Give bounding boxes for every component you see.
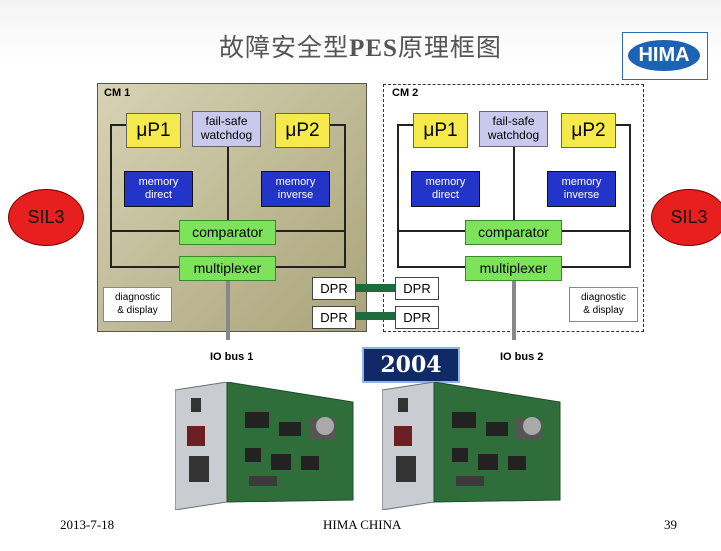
card-chip <box>456 476 484 486</box>
cm1-wire <box>328 124 346 126</box>
cm2-left-bus <box>397 124 399 268</box>
hima-logo: HIMA <box>622 32 708 80</box>
dpr-cm2-top: DPR <box>395 277 439 300</box>
cm2-up1: μP1 <box>413 113 468 148</box>
cm2-wire <box>614 124 631 126</box>
card-battery <box>316 417 334 435</box>
cm1-memory-inverse: memory inverse <box>261 171 330 207</box>
dpr-link-bottom <box>354 312 396 320</box>
card-display <box>187 426 205 446</box>
cm1-memory-direct: memory direct <box>124 171 193 207</box>
cm2-diagnostic-display: diagnostic & display <box>569 287 638 322</box>
cm2-memory-inverse-line2: inverse <box>563 189 600 201</box>
cm2-comparator: comparator <box>465 220 562 245</box>
io-bus-2-label: IO bus 2 <box>500 351 544 363</box>
cm2-right-bus <box>629 124 631 268</box>
card-connector <box>396 456 416 482</box>
cm2-multiplexer: multiplexer <box>465 256 562 281</box>
cm1-memory-direct-line2: direct <box>145 189 172 201</box>
cm2-memory-direct-line2: direct <box>432 189 459 201</box>
card-led <box>398 398 408 412</box>
card-pcb <box>226 382 354 503</box>
dpr-cm1-bottom: DPR <box>312 306 356 329</box>
dpr-cm1-top: DPR <box>312 277 356 300</box>
dpr-link-top <box>354 284 396 292</box>
cm1-up2: μP2 <box>275 113 330 148</box>
card-chip <box>245 448 261 462</box>
cm1-watchdog-line2: watchdog <box>200 128 253 142</box>
cm1-right-bus <box>344 124 346 268</box>
title-part-3: 原理框图 <box>397 33 502 62</box>
card-chip <box>245 412 269 428</box>
cm2-watchdog-line1: fail-safe <box>492 114 535 128</box>
sil3-badge-left: SIL3 <box>8 189 84 246</box>
cm2-watchdog-line2: watchdog <box>487 128 540 142</box>
card-chip <box>478 454 498 470</box>
cm2-watchdog-line <box>513 146 515 220</box>
cm1-wire <box>110 124 126 126</box>
footer-date: 2013-7-18 <box>60 517 115 532</box>
dpr-cm2-bottom: DPR <box>395 306 439 329</box>
card-battery <box>523 417 541 435</box>
card-chip <box>279 422 301 436</box>
cm1-label: CM 1 <box>104 87 131 99</box>
cm1-memory-direct-line1: memory <box>138 176 179 188</box>
cm1-comparator: comparator <box>179 220 276 245</box>
title-part-1: 故障安全型 <box>219 33 350 62</box>
slide-title: 故障安全型PES原理框图 <box>0 28 721 64</box>
card-chip <box>452 412 476 428</box>
io-card-image-right <box>382 382 561 510</box>
card-led <box>191 398 201 412</box>
cm1-multiplexer: multiplexer <box>179 256 276 281</box>
card-connector <box>189 456 209 482</box>
hima-logo-text: HIMA <box>628 40 700 71</box>
io-bus-1-label: IO bus 1 <box>210 351 254 363</box>
cm2-memory-inverse-line1: memory <box>561 176 602 188</box>
card-chip <box>452 448 468 462</box>
cm2-diagnostic-line2: & display <box>583 305 624 316</box>
card-chip <box>508 456 526 470</box>
cm1-up1: μP1 <box>126 113 181 148</box>
io-card-image-left <box>175 382 354 510</box>
cm1-watchdog: fail-safe watchdog <box>192 111 261 147</box>
cm2-watchdog: fail-safe watchdog <box>479 111 548 147</box>
card-display <box>394 426 412 446</box>
cm2-memory-inverse: memory inverse <box>547 171 616 207</box>
cm1-left-bus <box>110 124 112 268</box>
cm1-io-bus-line <box>226 278 230 340</box>
cm1-diagnostic-display: diagnostic & display <box>103 287 172 322</box>
cm2-label: CM 2 <box>392 87 419 99</box>
cm1-diagnostic-line1: diagnostic <box>114 292 161 303</box>
cm1-memory-inverse-line2: inverse <box>277 189 314 201</box>
cm2-io-bus-line <box>512 278 516 340</box>
card-chip <box>271 454 291 470</box>
cm1-diagnostic-line2: & display <box>117 305 158 316</box>
cm2-memory-direct: memory direct <box>411 171 480 207</box>
card-chip <box>486 422 508 436</box>
cm2-diagnostic-line1: diagnostic <box>580 292 627 303</box>
card-chip <box>249 476 277 486</box>
cm1-watchdog-line1: fail-safe <box>205 114 248 128</box>
cm1-watchdog-line <box>227 146 229 220</box>
sil3-badge-right: SIL3 <box>651 189 721 246</box>
footer-company: HIMA CHINA <box>323 517 402 532</box>
cm2-up2: μP2 <box>561 113 616 148</box>
footer-page-number: 39 <box>664 517 677 532</box>
card-pcb <box>433 382 561 503</box>
cm1-memory-inverse-line1: memory <box>275 176 316 188</box>
card-chip <box>301 456 319 470</box>
cm2-memory-direct-line1: memory <box>425 176 466 188</box>
year-badge: 2004 <box>362 347 460 383</box>
cm2-wire <box>397 124 413 126</box>
title-part-2: PES <box>349 35 398 62</box>
